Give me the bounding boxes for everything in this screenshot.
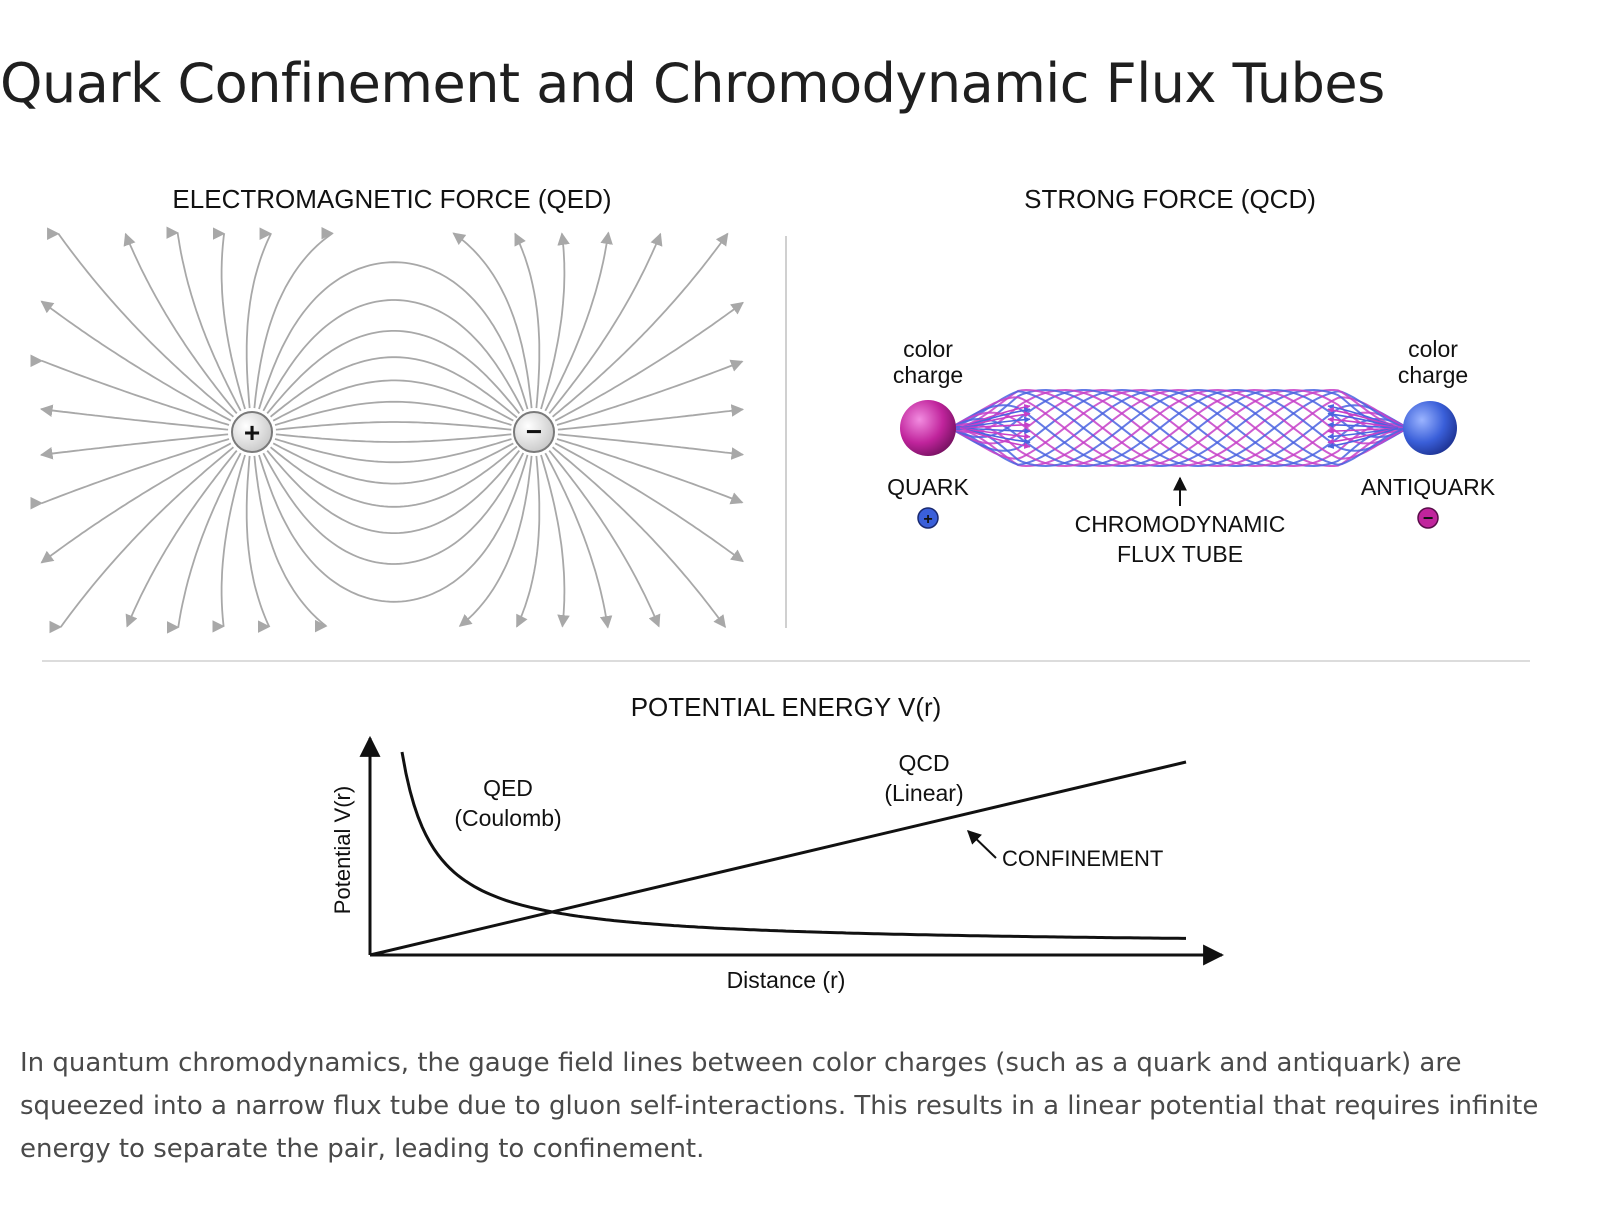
field-line <box>557 404 745 431</box>
field-line <box>544 231 613 412</box>
flux-line <box>949 388 1407 468</box>
field-line <box>245 232 272 409</box>
qed-heading: ELECTROMAGNETIC FORCE (QED) <box>172 184 611 214</box>
chart-y-label: Potential V(r) <box>330 786 355 914</box>
field-line <box>253 232 334 409</box>
positive-charge-symbol: + <box>244 417 260 448</box>
field-line <box>548 450 661 628</box>
field-line <box>515 455 541 628</box>
field-line <box>258 261 529 410</box>
qcd-heading: STRONG FORCE (QCD) <box>1024 184 1316 214</box>
right-color-charge-label-2: charge <box>1398 362 1468 388</box>
field-line <box>39 404 229 431</box>
field-line <box>274 438 512 464</box>
flux-line <box>949 388 1407 468</box>
antiquark-sign-badge: − <box>1417 507 1439 529</box>
antiquark-sign: − <box>1423 508 1434 528</box>
field-line <box>556 359 744 426</box>
field-line <box>40 300 232 422</box>
field-line <box>266 330 520 414</box>
field-line <box>540 454 570 628</box>
flux-line <box>949 388 1407 468</box>
field-line <box>266 450 520 534</box>
field-line <box>272 442 514 485</box>
quark-sphere <box>900 400 956 456</box>
flux-tube-label-1: CHROMODYNAMIC <box>1075 511 1286 537</box>
flux-fan-line-right <box>1327 427 1399 449</box>
quark-label: QUARK <box>887 474 969 500</box>
field-line <box>552 446 726 629</box>
field-line <box>40 438 230 506</box>
qcd-linear-line <box>369 760 1187 957</box>
field-line <box>514 232 541 409</box>
field-line <box>123 232 238 414</box>
field-line <box>552 232 729 418</box>
negative-charge-symbol: − <box>526 416 542 447</box>
chart-x-label: Distance (r) <box>727 967 846 993</box>
field-line <box>253 455 328 627</box>
flux-fan-line-right <box>1327 421 1399 429</box>
quark-sign-badge: + <box>917 507 939 529</box>
field-line <box>173 452 242 629</box>
field-line <box>216 232 246 410</box>
field-line <box>39 433 229 460</box>
field-line <box>557 433 745 460</box>
flux-line <box>949 388 1407 468</box>
field-line <box>216 454 246 628</box>
field-line <box>458 455 533 627</box>
field-line <box>262 452 525 565</box>
field-line <box>262 299 525 412</box>
qed-positive-charge: + <box>231 411 273 453</box>
qed-field-lines <box>39 231 745 629</box>
figure: ELECTROMAGNETIC FORCE (QED) + − STRONG F… <box>39 184 1530 993</box>
flux-line <box>949 388 1407 467</box>
quark-sign: + <box>923 511 932 528</box>
field-line <box>275 421 512 431</box>
figure-caption: In quantum chromodynamics, the gauge fie… <box>20 1048 1539 1164</box>
field-line <box>173 231 242 412</box>
field-line <box>270 356 518 419</box>
flux-line <box>949 388 1407 468</box>
field-line <box>272 379 514 422</box>
qcd-series-label-2: (Linear) <box>884 780 963 806</box>
field-line <box>57 232 234 418</box>
field-line <box>452 232 533 409</box>
left-color-charge-label-2: charge <box>893 362 963 388</box>
confinement-arrow <box>966 830 997 859</box>
field-line <box>125 450 238 628</box>
field-line <box>540 232 570 410</box>
field-line <box>40 442 232 564</box>
left-color-charge-label-1: color <box>903 336 953 362</box>
qed-coulomb-curve <box>400 751 1186 940</box>
qed-series-label-2: (Coulomb) <box>454 805 561 831</box>
flux-tube-label-2: FLUX TUBE <box>1117 541 1243 567</box>
flux-fan-line-left <box>959 421 1031 429</box>
field-line <box>245 455 271 628</box>
qed-negative-charge: − <box>513 411 555 453</box>
qed-series-label-1: QED <box>483 775 533 801</box>
antiquark-label: ANTIQUARK <box>1361 474 1496 500</box>
flux-fan-line-left <box>959 427 1031 449</box>
field-line <box>554 442 744 563</box>
confinement-annotation: CONFINEMENT <box>1002 846 1163 871</box>
chart-title: POTENTIAL ENERGY V(r) <box>631 692 942 722</box>
field-line <box>548 232 663 414</box>
field-line <box>556 438 744 505</box>
field-line <box>554 301 744 422</box>
field-line <box>275 433 512 443</box>
field-line <box>270 445 518 508</box>
flux-tube <box>949 388 1407 468</box>
antiquark-sphere <box>1403 401 1457 455</box>
qcd-series-label-1: QCD <box>898 750 949 776</box>
field-line <box>274 400 512 426</box>
field-line <box>40 358 230 426</box>
field-line <box>60 446 234 629</box>
page-title: Quark Confinement and Chromodynamic Flux… <box>0 52 1385 115</box>
field-line <box>544 452 613 629</box>
field-line <box>258 454 529 603</box>
right-color-charge-label-1: color <box>1408 336 1458 362</box>
